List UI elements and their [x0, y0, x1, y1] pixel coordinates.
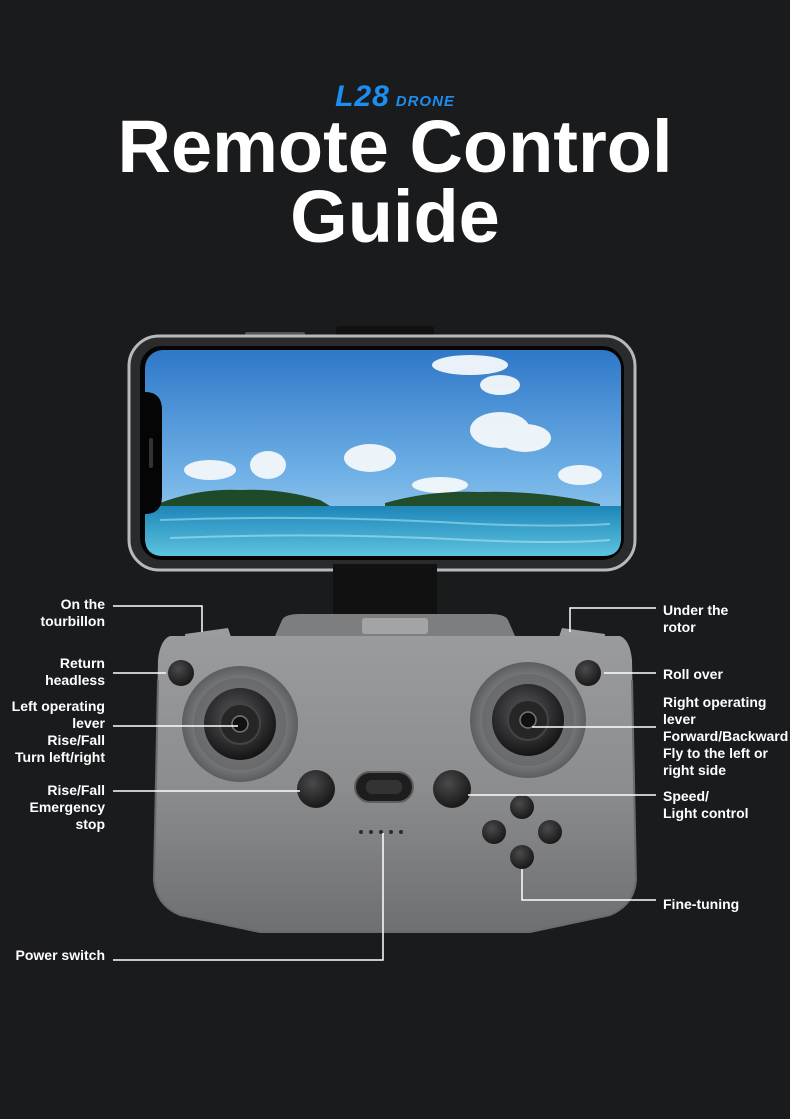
title-line-2: Guide: [290, 175, 500, 258]
right-joystick: [470, 662, 586, 778]
brand-sub: DRONE: [395, 93, 455, 110]
speed-light-button: [433, 770, 471, 808]
callout-power-switch: Power switch: [15, 947, 105, 963]
brand-model: L28: [335, 80, 390, 113]
callout-fine-tuning: Fine-tuning: [663, 896, 740, 912]
rise-fall-stop-button: [297, 770, 335, 808]
title-line-1: Remote Control: [117, 105, 673, 188]
left-joystick: [182, 666, 298, 782]
roll-over-button: [575, 660, 601, 686]
callout-lines: [113, 605, 656, 961]
fine-tuning-dpad: [482, 795, 562, 869]
return-headless-button: [168, 660, 194, 686]
brand-logo: L28 DRONE: [0, 80, 790, 114]
status-leds: [359, 830, 403, 834]
callout-roll-over: Roll over: [663, 666, 723, 682]
smartphone: [127, 334, 637, 572]
page-title: Remote Control Guide: [0, 105, 790, 258]
callout-speed-light: Speed/Light control: [663, 788, 749, 821]
